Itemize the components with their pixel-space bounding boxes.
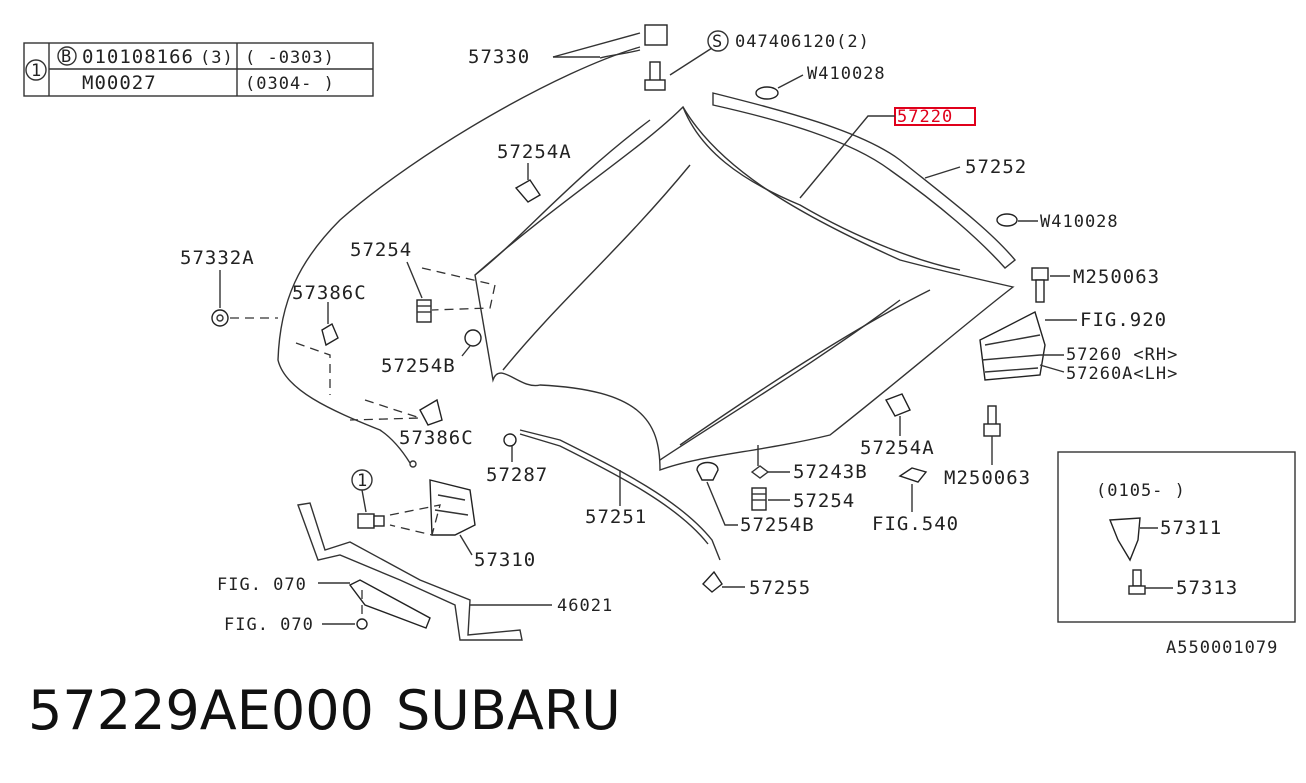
- support-rod-57251: [519, 429, 721, 561]
- footnote-range-2: (0304- ): [245, 74, 335, 94]
- clip-fig540: [898, 467, 928, 483]
- label-fig540: FIG.540: [872, 513, 959, 535]
- callout-1: 1: [357, 471, 368, 491]
- label-fig920: FIG.920: [1080, 309, 1167, 331]
- label-57260-rh: 57260 <RH>: [1066, 345, 1178, 365]
- clip-57287: [503, 433, 517, 447]
- nut-fig070: [356, 618, 368, 630]
- label-57251: 57251: [585, 506, 647, 528]
- label-57310: 57310: [474, 549, 536, 571]
- footnote-ref-circle: [25, 59, 47, 81]
- clip-57330: [644, 24, 668, 91]
- bumper-57254a-top: [514, 179, 541, 203]
- label-57332a: 57332A: [180, 247, 255, 269]
- label-fig070-bottom: FIG. 070: [224, 615, 314, 635]
- label-57254a-right: 57254A: [860, 437, 935, 459]
- spec-marker: S: [712, 32, 723, 52]
- inset-box: (0105- ) 57311 57313: [1057, 451, 1296, 623]
- footnote-ref: 1: [31, 61, 42, 81]
- bolt-m250063-bottom: [983, 405, 1001, 437]
- label-57254-mid: 57254: [793, 490, 855, 512]
- grommet-w410028-right: [996, 213, 1018, 227]
- label-m250063-bottom: M250063: [944, 467, 1031, 489]
- label-57252: 57252: [965, 156, 1027, 178]
- label-57313: 57313: [1176, 577, 1238, 599]
- footnote-qty-1: (3): [200, 48, 234, 68]
- grommet-w410028-top: [755, 86, 779, 100]
- hood-panel: [474, 105, 1015, 472]
- clip-57311: [1108, 517, 1141, 562]
- label-w410028-top: W410028: [807, 64, 886, 84]
- label-57254b-left: 57254B: [381, 355, 456, 377]
- label-m250063-top: M250063: [1073, 266, 1160, 288]
- label-57386c-top: 57386C: [292, 282, 367, 304]
- weatherstrip-57252: [712, 92, 1016, 269]
- footnote-table: 1 B 010108166 (3) ( -0303) M00027 (0304-…: [23, 42, 374, 97]
- label-w410028-right: W410028: [1040, 212, 1119, 232]
- release-cable-57330: [277, 46, 641, 464]
- label-57287: 57287: [486, 464, 548, 486]
- clip-57386c-bottom: [419, 398, 443, 426]
- label-57254a-top: 57254A: [497, 141, 572, 163]
- footnote-range-1: ( -0303): [245, 48, 335, 68]
- label-57260a-lh: 57260A<LH>: [1066, 364, 1178, 384]
- diagram-code: A550001079: [1166, 638, 1278, 658]
- label-57254-left: 57254: [350, 239, 412, 261]
- footnote-part-1: 010108166: [82, 46, 194, 68]
- label-57243b: 57243B: [793, 461, 868, 483]
- bolt-callout-1: [357, 513, 375, 529]
- bumper-57254a-right: [884, 393, 911, 417]
- label-fig070-top: FIG. 070: [217, 575, 307, 595]
- bracket-fig070: [348, 579, 431, 629]
- label-57254b-bottom: 57254B: [740, 514, 815, 536]
- label-047406120: 047406120(2): [735, 32, 870, 52]
- label-57330: 57330: [468, 46, 530, 68]
- bolt-m250063-top: [1031, 267, 1049, 303]
- latch-57310: [429, 479, 476, 536]
- screw-57313: [1132, 569, 1142, 587]
- bolt-marker-circle: [57, 46, 77, 66]
- holder-57255: [702, 570, 723, 593]
- clip-57386c-top: [321, 322, 339, 347]
- label-57255: 57255: [749, 577, 811, 599]
- spec-marker-circle: [707, 30, 729, 52]
- stopper-57254-mid: [751, 487, 767, 511]
- bumper-57254b-bottom: [696, 461, 719, 481]
- hinge-57260: [979, 310, 1046, 381]
- label-57386c-bottom: 57386C: [399, 427, 474, 449]
- part-number-title: 57229AE000: [28, 679, 374, 742]
- bolt-marker: B: [61, 47, 72, 67]
- grommet-57332a: [211, 309, 229, 327]
- label-57220: 57220: [897, 107, 953, 127]
- label-57311: 57311: [1160, 517, 1222, 539]
- footnote-part-2: M00027: [82, 72, 157, 94]
- bumper-57254b-left: [464, 329, 482, 347]
- support-46021: [297, 502, 523, 641]
- inset-range: (0105- ): [1096, 481, 1186, 501]
- brand-title: SUBARU: [396, 679, 621, 742]
- label-46021: 46021: [557, 596, 613, 616]
- stopper-57254-left: [416, 299, 432, 323]
